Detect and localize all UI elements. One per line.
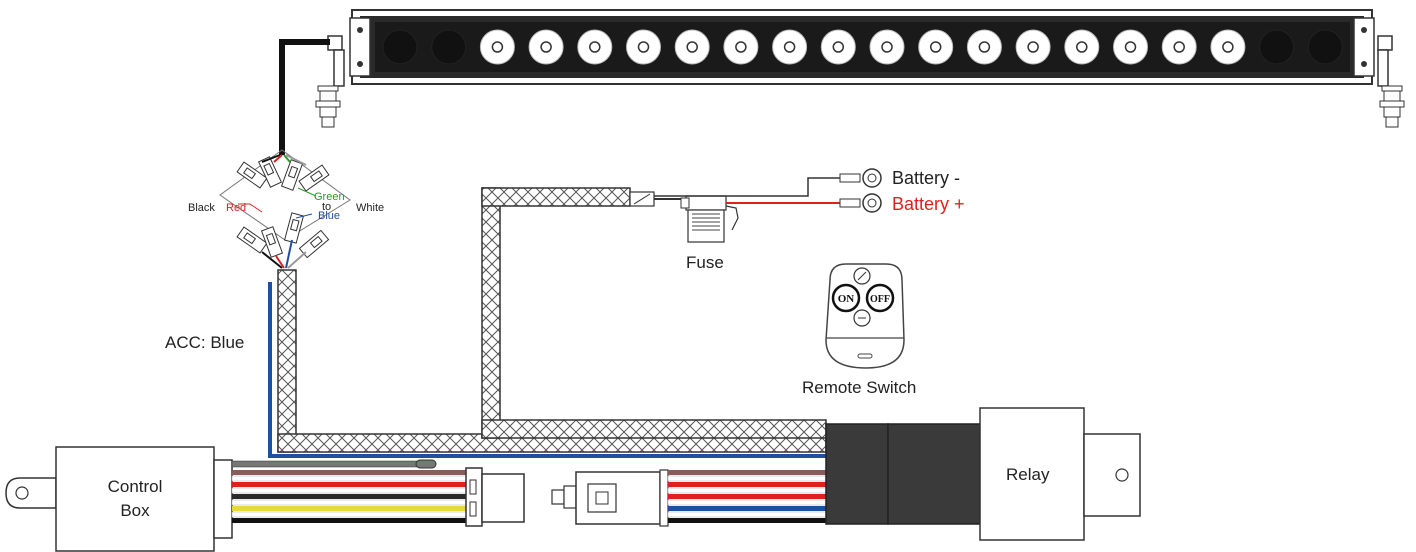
wire-label-green: Green xyxy=(314,191,345,203)
acc-label: ACC: Blue xyxy=(165,333,244,352)
led-lens xyxy=(832,41,845,53)
led-lens xyxy=(881,41,893,53)
led-unlit xyxy=(382,29,418,65)
battery-negative-label: Battery - xyxy=(892,168,960,188)
remote-switch xyxy=(825,263,905,369)
acc-blue-wire xyxy=(268,282,826,458)
left-mount-bracket xyxy=(315,35,345,128)
led-lens xyxy=(491,41,504,53)
relay xyxy=(825,407,1141,541)
led-lens xyxy=(978,41,991,53)
remote-on-label: ON xyxy=(838,293,855,305)
led-lens xyxy=(783,41,796,53)
battery-negative-crimp xyxy=(839,173,861,183)
remote-off-button xyxy=(865,283,895,313)
remote-on-button xyxy=(831,283,861,313)
control-box-label-line1: Control xyxy=(108,477,163,496)
led-unlit xyxy=(1307,29,1343,65)
led-lens xyxy=(1124,41,1137,53)
battery-positive-crimp xyxy=(839,198,861,208)
led-lens xyxy=(540,41,552,53)
control-box-wires xyxy=(231,459,525,527)
battery-negative-wire xyxy=(654,177,840,197)
wire-label-to: to xyxy=(322,201,331,213)
led-light-bar xyxy=(349,9,1375,85)
braided-harness xyxy=(277,187,827,453)
remote-switch-label: Remote Switch xyxy=(802,378,916,397)
light-bar-cable xyxy=(279,39,330,155)
battery-positive-label: Battery + xyxy=(892,194,965,214)
wire-label-black: Black xyxy=(188,202,215,214)
led-lens xyxy=(589,41,601,53)
wire-label-blue: Blue xyxy=(318,210,340,222)
remote-off-label: OFF xyxy=(870,294,890,305)
relay-label: Relay xyxy=(1006,465,1050,484)
led-lens xyxy=(1076,41,1088,53)
wire-label-red: Red xyxy=(226,202,246,214)
led-lens xyxy=(1222,41,1234,53)
fuse-assembly xyxy=(629,191,739,243)
led-lens xyxy=(637,41,650,53)
relay-wires xyxy=(667,470,827,523)
relay-plug-connector xyxy=(551,469,669,527)
led-lens xyxy=(1173,41,1185,53)
control-box-label-line2: Box xyxy=(120,501,150,520)
led-lens xyxy=(686,41,698,53)
wire-label-white: White xyxy=(356,202,384,214)
fuse-label: Fuse xyxy=(686,253,724,272)
led-lens xyxy=(1027,41,1039,53)
right-mount-bracket xyxy=(1377,35,1405,128)
led-lens xyxy=(929,41,942,53)
led-lens xyxy=(735,41,747,53)
led-unlit xyxy=(1259,29,1295,65)
led-row xyxy=(382,29,1343,65)
control-box xyxy=(5,446,233,552)
led-unlit xyxy=(431,29,467,65)
connector-fanout xyxy=(219,149,351,269)
